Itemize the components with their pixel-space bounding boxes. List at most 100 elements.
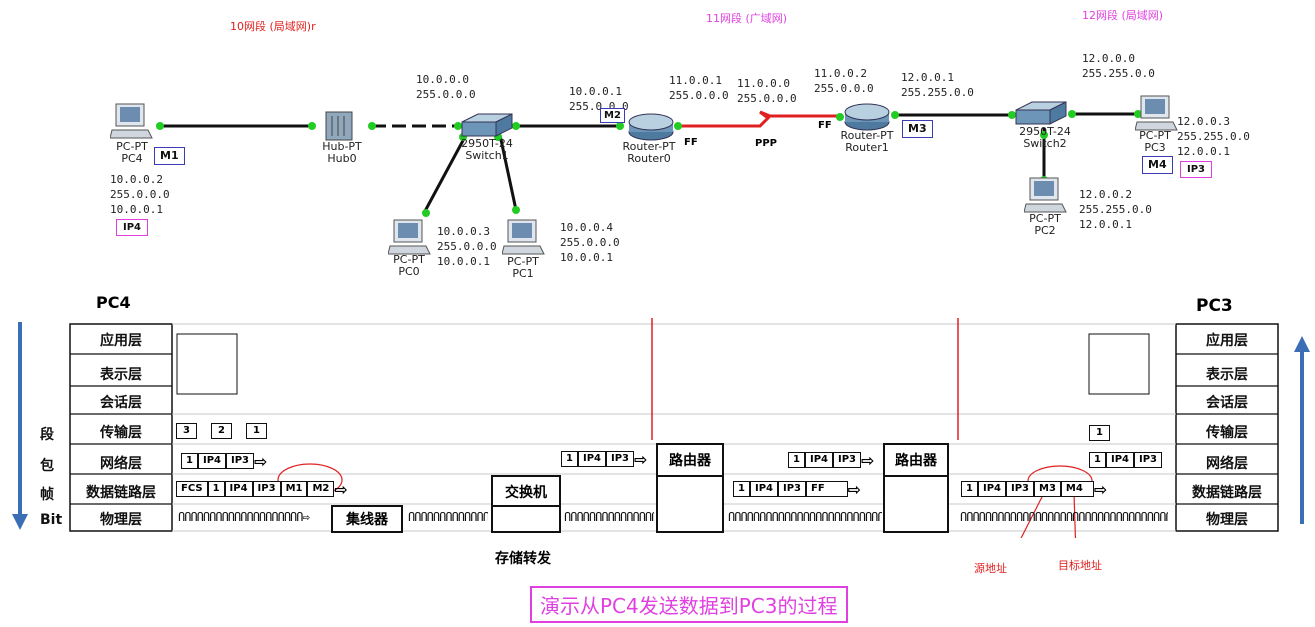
frame-field: 1 [207,481,225,497]
packet-field: IP4 [1105,452,1134,468]
source-address-label: 源地址 [974,562,1007,575]
router1-icon[interactable] [842,100,892,132]
pc4-mac-tag: M1 [154,147,185,165]
arrow-icon: ⇨ [634,449,648,469]
switch1-icon[interactable] [458,112,514,140]
pc1-name: PC1 [512,267,534,280]
pc4-type: PC-PT [116,140,148,153]
router1-name: Router1 [845,141,889,154]
pc0-icon[interactable] [388,218,432,256]
frame-field: M1 [280,481,308,497]
store-forward-label: 存储转发 [495,551,551,567]
destination-address-label: 目标地址 [1058,559,1102,572]
pc3-ip-tag: IP3 [1180,161,1213,178]
frame-field: IP3 [252,481,281,497]
layer-left-application: 应用层 [100,333,142,349]
pc4-icon[interactable] [110,102,154,142]
segment-12-label: 12网段 (局域网) [1082,9,1164,22]
pdu-segment-label: 段 [40,427,54,443]
router0-ff-label: FF [684,137,698,148]
segment-1-right: 1 [1089,425,1110,441]
frame-field: M4 [1060,481,1094,497]
right-host-title: PC3 [1196,296,1233,316]
router0-mac-tag: M2 [600,108,625,123]
frame-field: M3 [1034,481,1061,497]
pc2-type: PC-PT [1029,212,1061,225]
pc2-config: 12.0.0.2 255.255.0.0 12.0.0.1 [1079,188,1152,231]
pdu-packet-label: 包 [40,458,54,474]
segment-11-label: 11网段 (广域网) [706,12,788,25]
pc0-name: PC0 [398,265,420,278]
arrow-icon: ⇨ [861,450,875,470]
layer-grid [12,318,1310,538]
packet-field: IP3 [225,453,254,469]
layer-left-transport: 传输层 [100,425,142,441]
hub0-name: Hub0 [327,152,357,165]
layer-left-session: 会话层 [100,395,142,411]
switch2-type: 2950T-24 [1019,125,1071,138]
pc1-config: 10.0.0.4 255.0.0.0 10.0.0.1 [560,221,620,264]
pc3-icon[interactable] [1135,94,1179,132]
switch-label: 交换机 [505,485,547,501]
layer-right-physical: 物理层 [1206,512,1248,528]
hub0-icon[interactable] [322,110,356,142]
frame-field: FF [806,481,848,497]
router0-wan-config: 11.0.0.1 255.0.0.0 [669,74,729,102]
topology-links [156,110,1142,217]
caption: 演示从PC4发送数据到PC3的过程 [530,586,848,623]
pc2-name: PC2 [1034,224,1056,237]
switch1-type: 2950T-24 [461,137,513,150]
arrow-icon: ⇨ [847,479,862,499]
switch2-icon[interactable] [1012,100,1068,128]
layer-right-presentation: 表示层 [1206,367,1248,383]
pc2-icon[interactable] [1024,176,1068,214]
frame-field: 1 [961,481,978,497]
net12-info: 12.0.0.0 255.255.0.0 [1082,52,1155,80]
frame-field: IP3 [1005,481,1034,497]
pc1-icon[interactable] [502,218,546,256]
arrow-icon: ⇨ [302,510,310,524]
arrow-icon: ⇨ [334,479,348,499]
layer-left-presentation: 表示层 [100,367,142,383]
packet-field: IP4 [804,452,833,468]
router1-lan-config: 12.0.0.1 255.255.0.0 [901,71,974,99]
frame-field: FCS [176,481,208,497]
router0-name: Router0 [627,152,671,165]
packet-field: 1 [181,453,198,469]
pc0-config: 10.0.0.3 255.0.0.0 10.0.0.1 [437,225,497,268]
pc4-ip-tag: IP4 [116,219,149,236]
arrow-icon: ⇨ [254,451,268,471]
segment-10-label: 10网段 (局域网)r [230,20,316,33]
frame-field: IP4 [977,481,1006,497]
packet-field: 1 [561,451,578,467]
switch2-name: Switch2 [1023,137,1067,150]
router1-ff-label: FF [818,120,832,131]
bit-stream: ՈՈՈՈՈՈՈՈՈՈՈՈՈՈՈՈՈՈՈՈ [408,510,488,524]
packet-field: 1 [1089,452,1106,468]
packet-field: IP3 [1133,452,1162,468]
hub0-type: Hub-PT [322,140,362,153]
pc3-mac-tag: M4 [1142,156,1173,174]
bit-stream: ՈՈՈՈՈՈՈՈՈՈՈՈՈՈՈՈՈՈՈՈ [178,510,303,524]
pc3-type: PC-PT [1139,129,1171,142]
hub-label: 集线器 [346,512,388,528]
bits-left: ՈՈՈՈՈՈՈՈՈՈՈՈՈՈՈՈՈՈՈՈ⇨ [178,510,310,524]
layer-left-physical: 物理层 [100,512,142,528]
router1-wan-config: 11.0.0.2 255.0.0.0 [814,67,874,95]
layer-right-datalink: 数据链路层 [1192,485,1262,501]
layer-left-network: 网络层 [100,456,142,472]
switch1-name: Switch1 [465,149,509,162]
layer-right-network: 网络层 [1206,456,1248,472]
pc3-config: 12.0.0.3 255.255.0.0 12.0.0.1 [1177,115,1250,158]
bit-stream: ՈՈՈՈՈՈՈՈՈՈՈՈՈՈՈՈՈՈՈՈ [564,510,654,524]
frame-field: IP4 [749,481,778,497]
pdu-bit-label: Bit [40,512,63,528]
arrow-icon: ⇨ [1093,479,1108,499]
net10-info: 10.0.0.0 255.0.0.0 [416,73,476,101]
packet-field: 1 [788,452,805,468]
router0-icon[interactable] [626,110,676,142]
